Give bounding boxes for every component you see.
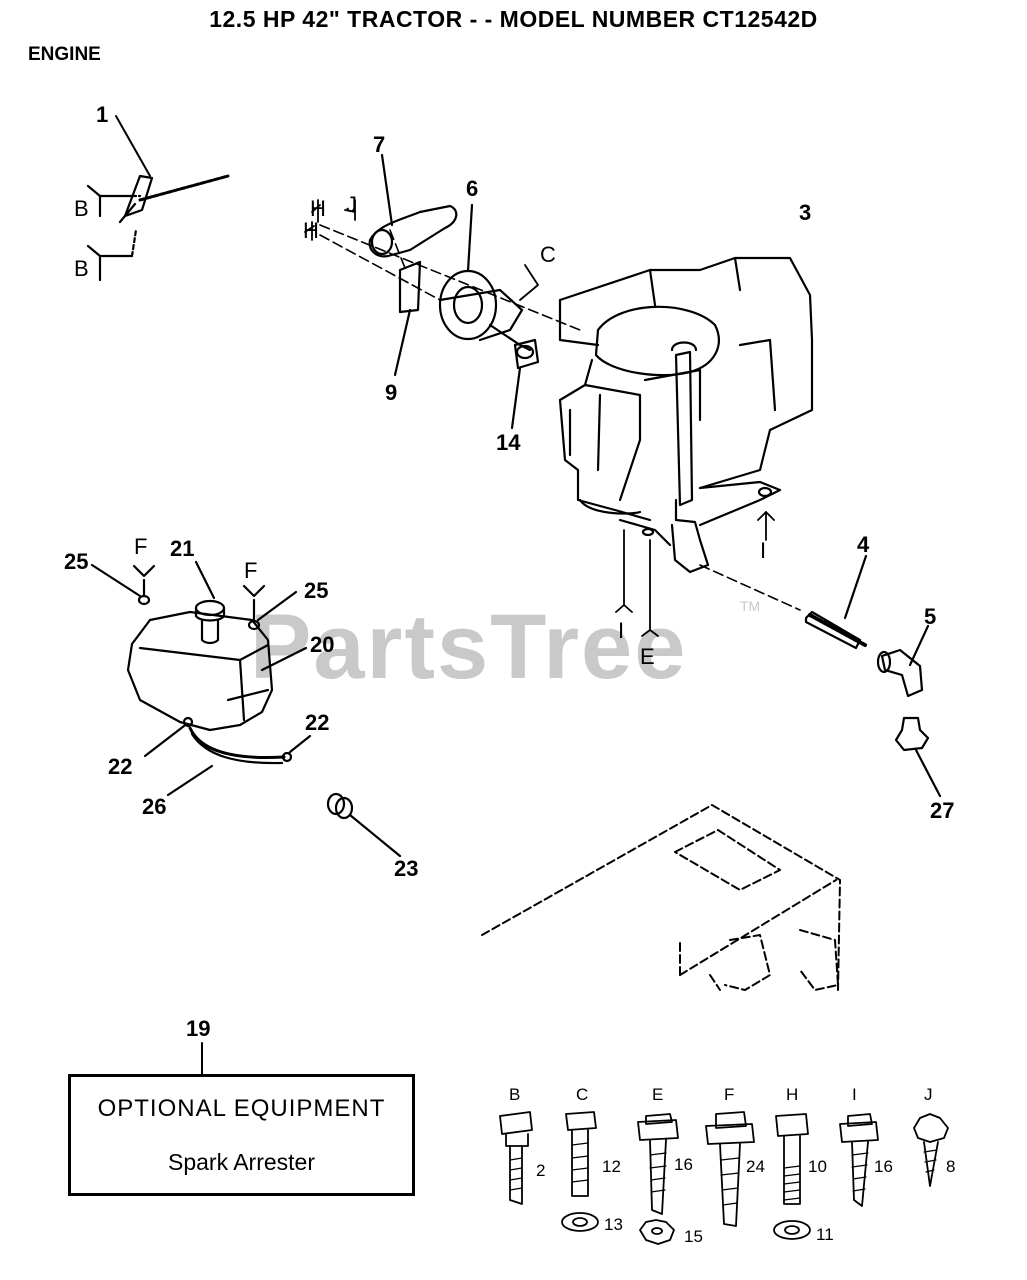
hardware-bolts (499, 1111, 949, 1245)
callout-25a: 25 (64, 549, 88, 574)
callout-20: 20 (310, 632, 334, 657)
ref-f-1: F (134, 534, 147, 559)
part-25-washers (90, 563, 298, 631)
section-label: ENGINE (28, 44, 101, 65)
part-1-throttle-control (86, 115, 230, 282)
hidden-lines (319, 224, 801, 611)
chassis-frame (481, 804, 841, 991)
page-title: 12.5 HP 42" TRACTOR - - MODEL NUMBER CT1… (209, 6, 818, 32)
bolt-i (839, 1113, 879, 1207)
ref-c: C (540, 242, 556, 267)
hw-number-i: 16 (874, 1157, 893, 1176)
part-21-fuel-cap (194, 560, 226, 645)
hw-washer-c: 13 (604, 1215, 623, 1234)
callout-19: 19 (186, 1016, 210, 1041)
callout-25b: 25 (304, 578, 328, 603)
callout-3: 3 (799, 200, 811, 225)
part-7-clamp (368, 153, 458, 258)
ref-b-2: B (74, 256, 89, 281)
ref-j: J (346, 192, 357, 217)
hw-letter-b: B (509, 1085, 520, 1104)
optional-equipment-title: OPTIONAL EQUIPMENT (97, 1095, 386, 1122)
part-9-bracket (393, 260, 422, 377)
hw-washer-e: 15 (684, 1227, 703, 1246)
ref-h-1: H (310, 196, 326, 221)
hw-number-h: 10 (808, 1157, 827, 1176)
hw-letter-i: I (852, 1085, 857, 1104)
reference-letters: B B H H J C I I E F F (74, 192, 766, 669)
callout-4: 4 (857, 532, 870, 557)
hw-number-f: 24 (746, 1157, 765, 1176)
bolt-c (561, 1111, 599, 1232)
hw-letter-h: H (786, 1085, 798, 1104)
callout-6: 6 (466, 176, 478, 201)
part-26-fuel-line (143, 716, 312, 797)
ref-b-1: B (74, 196, 89, 221)
hw-number-j: 8 (946, 1157, 955, 1176)
watermark: PartsTree (250, 596, 687, 698)
ref-i-2: I (618, 618, 624, 643)
callout-22b: 22 (108, 754, 132, 779)
hw-washer-h: 11 (816, 1225, 834, 1244)
part-14-fitting (510, 338, 540, 430)
bolt-j (913, 1113, 949, 1187)
callout-22a: 22 (305, 710, 329, 735)
watermark-tm: TM (740, 598, 760, 614)
bolt-h (773, 1113, 811, 1240)
part-27-plug (894, 716, 942, 798)
part-3-engine (558, 256, 814, 574)
hw-letter-e: E (652, 1085, 663, 1104)
part-20-fuel-tank (126, 610, 308, 732)
part-23-grommet (326, 792, 402, 858)
callout-5: 5 (924, 604, 936, 629)
part-4-pipe-nipple (804, 554, 868, 650)
ref-letter-markers (304, 199, 775, 637)
bolt-f (705, 1111, 755, 1227)
part-6-air-filter (438, 203, 535, 360)
callout-7: 7 (373, 132, 385, 157)
hw-number-e: 16 (674, 1155, 693, 1174)
hw-letter-c: C (576, 1085, 588, 1104)
callout-27: 27 (930, 798, 954, 823)
hw-number-c: 12 (602, 1157, 621, 1176)
callout-1: 1 (96, 102, 108, 127)
ref-h-2: H (303, 218, 319, 243)
callout-21: 21 (170, 536, 194, 561)
callout-9: 9 (385, 380, 397, 405)
callout-numbers: 1 7 6 3 9 14 4 5 27 25 21 25 20 22 22 26… (64, 102, 954, 1041)
callout-14: 14 (496, 430, 521, 455)
bolt-b (499, 1111, 533, 1205)
hardware-labels: B 2 C 12 13 E 16 15 F 24 H 10 11 I 16 J … (509, 1085, 955, 1246)
ref-i-1: I (760, 538, 766, 563)
part-5-elbow (876, 624, 930, 698)
hw-letter-j: J (924, 1085, 933, 1104)
optional-equipment-box: OPTIONAL EQUIPMENT Spark Arrester (68, 1074, 415, 1196)
optional-equipment-item: Spark Arrester (168, 1149, 315, 1175)
callout-26: 26 (142, 794, 166, 819)
ref-e: E (640, 644, 655, 669)
ref-f-2: F (244, 558, 257, 583)
hw-letter-f: F (724, 1085, 734, 1104)
callout-23: 23 (394, 856, 418, 881)
bolt-e (637, 1113, 679, 1245)
hw-number-b: 2 (536, 1161, 545, 1180)
